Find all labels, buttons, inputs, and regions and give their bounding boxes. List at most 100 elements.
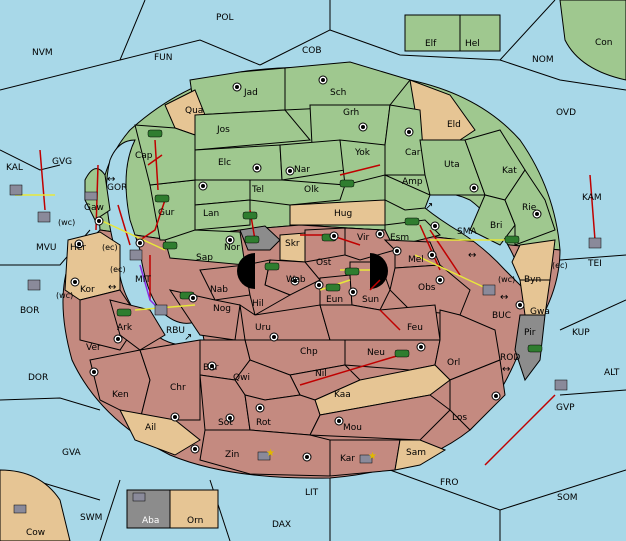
supply-center-dot-inner xyxy=(73,280,77,284)
supply-center-dot-inner xyxy=(361,125,365,129)
island-orn[interactable] xyxy=(169,489,219,529)
prov-olk[interactable] xyxy=(249,179,346,206)
prov-neu[interactable] xyxy=(344,339,441,371)
svg-text:↔: ↔ xyxy=(500,292,508,303)
fleet-zin[interactable] xyxy=(257,451,271,461)
fleet-mvu[interactable] xyxy=(37,211,51,223)
unit-eun[interactable] xyxy=(325,283,341,292)
green-provinces xyxy=(84,61,556,266)
prov-grh[interactable] xyxy=(309,104,391,146)
supply-center-dot-inner xyxy=(193,447,197,451)
unit-pir[interactable] xyxy=(527,344,543,353)
prov-sap[interactable] xyxy=(164,229,246,266)
prov-bri[interactable] xyxy=(469,194,516,246)
prov-rie[interactable] xyxy=(504,169,556,246)
fleet-mit[interactable] xyxy=(129,249,143,261)
svg-text:★: ★ xyxy=(266,448,275,459)
supply-center-dot-inner xyxy=(518,303,522,307)
supply-center-dot-inner xyxy=(272,335,276,339)
prov-sch[interactable] xyxy=(284,61,411,111)
supply-center-dot-inner xyxy=(419,345,423,349)
prov-nor[interactable] xyxy=(239,225,281,251)
supply-center-dot-inner xyxy=(228,416,232,420)
prov-hug[interactable] xyxy=(289,199,386,226)
prov-rot[interactable] xyxy=(244,394,321,436)
supply-center-dot-inner xyxy=(116,337,120,341)
supply-center-dot-inner xyxy=(97,219,101,223)
supply-center-dot-inner xyxy=(378,232,382,236)
unit-sun[interactable] xyxy=(344,267,360,276)
unit-lan[interactable] xyxy=(242,211,258,220)
prov-car[interactable] xyxy=(384,104,426,176)
supply-center-dot-inner xyxy=(407,130,411,134)
supply-marker-west xyxy=(237,253,255,289)
supply-center-dot-inner xyxy=(472,186,476,190)
prov-cap[interactable] xyxy=(134,124,196,186)
unit-neu[interactable] xyxy=(394,349,410,358)
prov-los[interactable] xyxy=(449,359,506,431)
passage-markers: ↔ ↔ ↗ ↗ ↔ ↔ ↔ xyxy=(107,174,510,375)
supply-center-dot-inner xyxy=(332,234,336,238)
unit-gur[interactable] xyxy=(154,194,170,203)
supply-center-dot-inner xyxy=(337,419,341,423)
supply-center-dot-inner xyxy=(535,212,539,216)
supply-centers xyxy=(70,75,542,462)
prov-uta[interactable] xyxy=(419,139,486,196)
supply-center-dot-inner xyxy=(433,224,437,228)
supply-center-dot-inner xyxy=(293,279,297,283)
island-cow[interactable] xyxy=(0,469,71,541)
unit-cap[interactable] xyxy=(147,129,163,138)
prov-nog[interactable] xyxy=(168,289,241,341)
fleet-cow[interactable] xyxy=(13,504,27,514)
supply-center-dot-inner xyxy=(395,249,399,253)
svg-text:↗: ↗ xyxy=(184,332,192,343)
prov-amp[interactable] xyxy=(384,174,431,211)
fleet-tei[interactable] xyxy=(588,237,602,249)
svg-text:↔: ↔ xyxy=(468,250,476,261)
island-elf[interactable] xyxy=(404,14,461,52)
supply-center-dot-inner xyxy=(92,370,96,374)
supply-center-dot-inner xyxy=(351,290,355,294)
svg-text:↗: ↗ xyxy=(425,201,433,212)
fleet-gaw[interactable] xyxy=(84,191,98,201)
prov-ail[interactable] xyxy=(119,409,201,456)
prov-sam[interactable] xyxy=(394,439,447,471)
prov-mou[interactable] xyxy=(309,394,451,441)
supply-center-dot-inner xyxy=(228,238,232,242)
prov-skr[interactable] xyxy=(279,232,306,263)
unit-olk[interactable] xyxy=(339,179,355,188)
unit-bri[interactable] xyxy=(504,235,520,244)
supply-center-dot-inner xyxy=(173,415,177,419)
supply-center-dot-inner xyxy=(288,169,292,173)
fleet-buc[interactable] xyxy=(482,284,496,296)
supply-center-dot-inner xyxy=(255,166,259,170)
supply-center-dot-inner xyxy=(258,406,262,410)
fleet-gvp[interactable] xyxy=(554,379,568,391)
prov-lan[interactable] xyxy=(194,199,251,231)
svg-text:★: ★ xyxy=(368,451,377,462)
prov-gwa[interactable] xyxy=(519,279,551,316)
unit-esm[interactable] xyxy=(404,217,420,226)
supply-center-dot-inner xyxy=(235,85,239,89)
supply-center-dot-inner xyxy=(138,241,142,245)
fleet-kar[interactable] xyxy=(359,454,373,464)
prov-hil[interactable] xyxy=(244,259,292,316)
svg-text:↔: ↔ xyxy=(107,174,115,185)
fleet-rbu[interactable] xyxy=(154,304,168,316)
red-orders xyxy=(39,139,596,466)
island-hel[interactable] xyxy=(459,14,501,52)
supply-center-dot-inner xyxy=(321,78,325,82)
prov-elc[interactable] xyxy=(194,144,283,181)
supply-center-dot-inner xyxy=(430,253,434,257)
svg-text:↔: ↔ xyxy=(108,282,116,293)
supply-center-dot-inner xyxy=(317,283,321,287)
fleet-aba[interactable] xyxy=(132,492,146,502)
supply-center-dot-inner xyxy=(201,184,205,188)
unit-nor[interactable] xyxy=(244,235,260,244)
fleet-bor[interactable] xyxy=(27,279,41,291)
fleet-kal[interactable] xyxy=(9,184,23,196)
unit-ark[interactable] xyxy=(116,308,132,317)
unit-web[interactable] xyxy=(264,262,280,271)
unit-sap[interactable] xyxy=(162,241,178,250)
